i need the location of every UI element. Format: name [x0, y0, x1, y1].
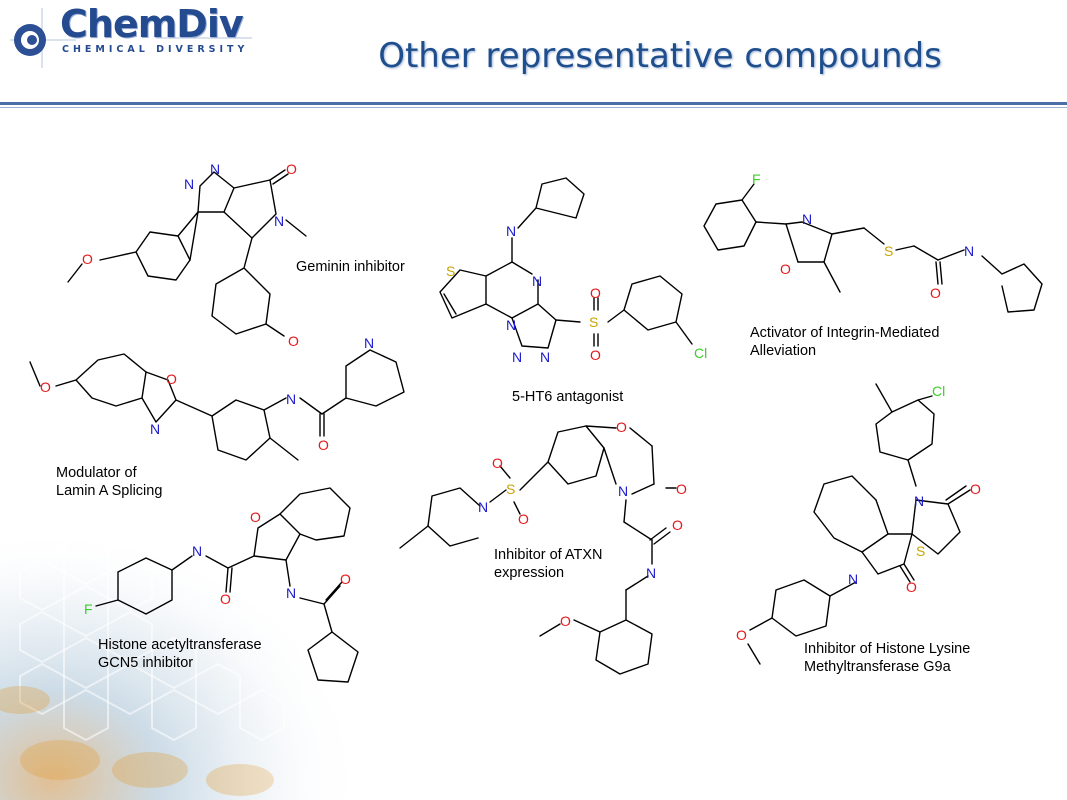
svg-text:N: N	[192, 543, 202, 559]
svg-text:O: O	[970, 481, 981, 497]
header-divider	[0, 102, 1067, 105]
caption-atxn-inhibitor: Inhibitor of ATXN expression	[494, 546, 603, 582]
svg-text:O: O	[736, 627, 747, 643]
caption-gcn5-inhibitor: Histone acetyltransferase GCN5 inhibitor	[98, 636, 262, 672]
caption-line: Modulator of	[56, 465, 137, 481]
svg-text:O: O	[286, 161, 297, 177]
svg-text:O: O	[590, 285, 601, 301]
svg-text:N: N	[364, 335, 374, 351]
svg-text:N: N	[848, 571, 858, 587]
svg-text:O: O	[930, 285, 941, 301]
svg-text:O: O	[672, 517, 683, 533]
caption-lamin-a-modulator: Modulator of Lamin A Splicing	[56, 464, 162, 500]
svg-text:S: S	[506, 481, 515, 497]
caption-line: Methyltransferase G9a	[804, 659, 951, 675]
caption-line: Lamin A Splicing	[56, 483, 163, 499]
structure-gcn5-inhibitor	[95, 487, 359, 683]
caption-line: Activator of Integrin-Mediated	[750, 325, 940, 341]
caption-integrin-activator: Activator of Integrin-Mediated Alleviati…	[750, 324, 939, 360]
structure-geminin-inhibitor	[67, 169, 307, 337]
svg-text:N: N	[150, 421, 160, 437]
chemdiv-logo	[10, 8, 252, 68]
caption-line: 5-HT6 antagonist	[512, 389, 624, 405]
caption-line: Geminin inhibitor	[296, 259, 405, 275]
svg-text:N: N	[802, 211, 812, 227]
svg-text:O: O	[220, 591, 231, 607]
structure-g9a-inhibitor	[747, 383, 971, 665]
svg-text:N: N	[286, 391, 296, 407]
svg-text:N: N	[184, 176, 194, 192]
svg-text:S: S	[884, 243, 893, 259]
structure-integrin-activator	[703, 183, 1043, 313]
svg-text:O: O	[82, 251, 93, 267]
svg-text:O: O	[560, 613, 571, 629]
logo-wordmark: ChemDiv	[60, 2, 244, 46]
svg-text:S: S	[589, 314, 598, 330]
svg-text:N: N	[478, 499, 488, 515]
svg-text:O: O	[318, 437, 329, 453]
svg-text:O: O	[40, 379, 51, 395]
svg-text:N: N	[274, 213, 284, 229]
svg-text:N: N	[512, 349, 522, 365]
page-title: Other representative compounds	[378, 36, 942, 76]
svg-text:O: O	[288, 333, 299, 349]
svg-text:O: O	[676, 481, 687, 497]
svg-text:O: O	[250, 509, 261, 525]
caption-line: Alleviation	[750, 343, 817, 359]
caption-g9a-inhibitor: Inhibitor of Histone Lysine Methyltransf…	[804, 640, 970, 676]
svg-text:O: O	[616, 419, 627, 435]
svg-text:F: F	[752, 171, 761, 187]
svg-text:F: F	[84, 601, 93, 617]
svg-text:N: N	[618, 483, 628, 499]
svg-text:S: S	[446, 263, 455, 279]
structure-5ht6-antagonist	[439, 177, 693, 349]
svg-text:N: N	[914, 493, 924, 509]
caption-line: Histone acetyltransferase	[98, 637, 262, 653]
svg-text:O: O	[340, 571, 351, 587]
structure-atxn-inhibitor	[399, 425, 677, 675]
svg-text:O: O	[590, 347, 601, 363]
svg-text:Cl: Cl	[932, 383, 945, 399]
caption-line: GCN5 inhibitor	[98, 655, 194, 671]
svg-text:N: N	[540, 349, 550, 365]
caption-line: Inhibitor of ATXN	[494, 547, 603, 563]
svg-text:O: O	[518, 511, 529, 527]
svg-text:O: O	[780, 261, 791, 277]
caption-line: Inhibitor of Histone Lysine	[804, 641, 971, 657]
svg-text:N: N	[286, 585, 296, 601]
svg-text:O: O	[906, 579, 917, 595]
caption-line: expression	[494, 565, 565, 581]
logo-tagline: CHEMICAL DIVERSITY	[62, 44, 249, 55]
header-divider-thin	[0, 107, 1067, 108]
caption-geminin-inhibitor: Geminin inhibitor	[296, 258, 405, 276]
svg-text:N: N	[506, 223, 516, 239]
caption-5ht6-antagonist: 5-HT6 antagonist	[512, 388, 623, 406]
svg-text:N: N	[506, 317, 516, 333]
svg-text:Cl: Cl	[694, 345, 707, 361]
svg-text:S: S	[916, 543, 925, 559]
svg-text:O: O	[492, 455, 503, 471]
svg-text:N: N	[532, 273, 542, 289]
svg-text:O: O	[166, 371, 177, 387]
svg-text:N: N	[964, 243, 974, 259]
svg-text:N: N	[210, 161, 220, 177]
svg-text:N: N	[646, 565, 656, 581]
structure-lamin-a-modulator	[29, 349, 405, 461]
